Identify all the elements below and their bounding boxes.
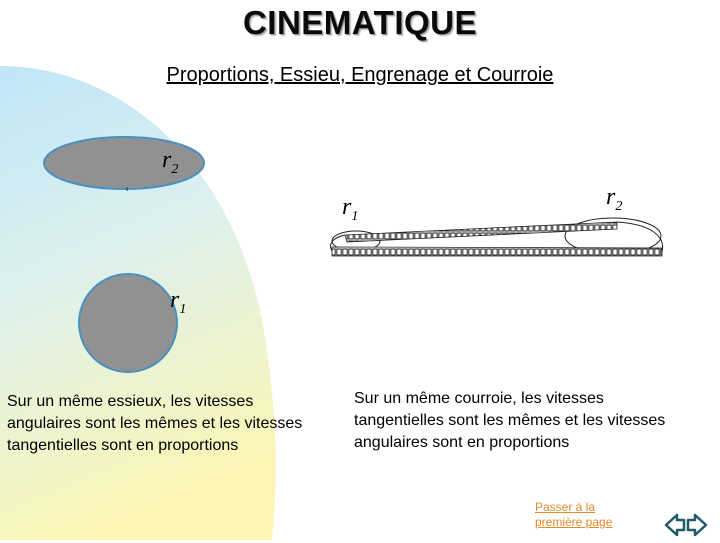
axle-explanation-text: Sur un même essieux, les vitesses angula…	[7, 393, 303, 454]
disk-r1	[78, 273, 178, 373]
belt-right-wrap	[616, 221, 664, 253]
belt-left-wrap	[330, 234, 346, 252]
axle-diagram	[43, 136, 205, 373]
belt-diagram	[330, 217, 664, 257]
slide-title: CINEMATIQUE	[242, 4, 478, 41]
label-r1-right: r1	[342, 194, 359, 224]
belt-lower	[331, 246, 663, 257]
label-r1-left: r1	[170, 287, 187, 317]
first-page-link[interactable]: Passer à la première page	[535, 500, 613, 529]
label-r2-right: r2	[606, 184, 623, 214]
belt-explanation-text: Sur un même courroie, les vitesses tange…	[354, 390, 666, 451]
navigation-arrows[interactable]	[664, 512, 708, 538]
disk-r2	[43, 136, 205, 190]
belt-upper	[344, 221, 618, 243]
left-right-arrows-icon[interactable]	[664, 512, 708, 538]
slide-subtitle: Proportions, Essieu, Engrenage et Courro…	[166, 64, 554, 86]
label-r2-left: r2	[162, 147, 179, 177]
